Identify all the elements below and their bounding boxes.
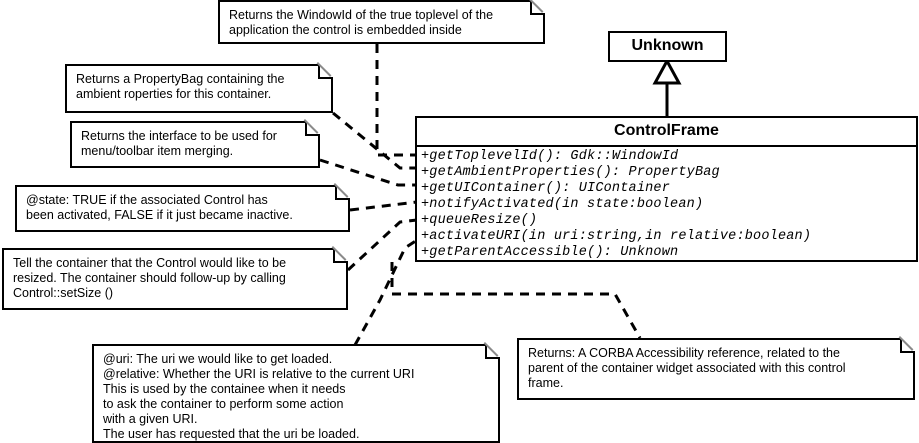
note-parent-accessible-text: Returns: A CORBA Accessibility reference… (528, 346, 846, 390)
note-toplevel-id[interactable]: Returns the WindowId of the true topleve… (218, 0, 545, 44)
note-fold-icon (318, 64, 333, 79)
generalization-connector-unknown (652, 57, 682, 116)
note-notify-activated-text: @state: TRUE if the associated Control h… (26, 193, 293, 222)
anchor-note-notify-activated (349, 200, 418, 212)
note-queue-resize-text: Tell the container that the Control woul… (13, 256, 287, 300)
note-parent-accessible[interactable]: Returns: A CORBA Accessibility reference… (517, 338, 915, 400)
note-fold-icon (485, 344, 500, 359)
note-fold-icon (305, 121, 320, 136)
note-notify-activated[interactable]: @state: TRUE if the associated Control h… (15, 185, 350, 232)
anchor-note-parent-accessible (390, 262, 642, 339)
anchor-note-toplevel-id (375, 44, 417, 157)
note-fold-icon (335, 185, 350, 200)
note-ui-container-text: Returns the interface to be used for men… (81, 129, 277, 158)
operation-queue-resize: +queueResize() (421, 213, 538, 228)
note-queue-resize[interactable]: Tell the container that the Control woul… (2, 248, 348, 310)
anchor-note-queue-resize (346, 218, 418, 272)
operation-notify-activated: +notifyActivated(in state:boolean) (421, 197, 704, 212)
note-fold-icon (530, 0, 545, 15)
note-toplevel-id-text: Returns the WindowId of the true topleve… (229, 8, 494, 37)
note-activate-uri-text: @uri: The uri we would like to get loade… (103, 352, 415, 441)
anchor-note-ui-container (319, 158, 417, 187)
class-box-unknown[interactable]: Unknown (608, 31, 727, 62)
note-ui-container[interactable]: Returns the interface to be used for men… (70, 121, 320, 168)
operation-compartment: +getToplevelId(): Gdk::WindowId +getAmbi… (417, 147, 916, 263)
operation-get-toplevel-id: +getToplevelId(): Gdk::WindowId (421, 149, 679, 164)
note-activate-uri[interactable]: @uri: The uri we would like to get loade… (92, 344, 500, 443)
operation-get-ambient-properties: +getAmbientProperties(): PropertyBag (421, 165, 720, 180)
operation-get-parent-accessible: +getParentAccessible(): Unknown (421, 245, 679, 260)
anchor-note-activate-uri (353, 238, 418, 346)
class-name-unknown: Unknown (631, 37, 704, 54)
note-ambient-properties-text: Returns a PropertyBag containing the amb… (76, 72, 285, 101)
note-fold-icon (900, 338, 915, 353)
note-fold-icon (333, 248, 348, 263)
class-name-controlframe: ControlFrame (417, 118, 916, 147)
note-ambient-properties[interactable]: Returns a PropertyBag containing the amb… (65, 64, 333, 113)
anchor-note-ambient-properties (332, 111, 417, 170)
operation-activate-uri: +activateURI(in uri:string,in relative:b… (421, 229, 812, 244)
operation-get-ui-container: +getUIContainer(): UIContainer (421, 181, 671, 196)
class-box-controlframe[interactable]: ControlFrame +getToplevelId(): Gdk::Wind… (415, 116, 918, 262)
